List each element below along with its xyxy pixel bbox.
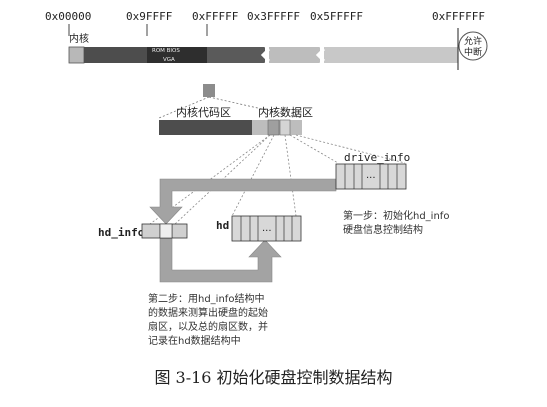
low-memory-segment — [84, 47, 147, 63]
interrupt-circle — [458, 31, 488, 61]
drive-info-ellipsis: ... — [366, 170, 376, 181]
step2-line-3: 扇区，以及总的扇区数，并 — [148, 320, 268, 333]
kernel-code-area — [159, 120, 252, 135]
address-0xffffff: 0xFFFFFF — [432, 10, 485, 23]
step1-line-2: 硬盘信息控制结构 — [343, 223, 423, 236]
kernel-data-slot-1 — [267, 119, 280, 136]
step2-line-1: 第二步：用hd_info结构中 — [148, 292, 264, 305]
hd-info-label: hd_info — [98, 226, 145, 239]
drive-info-structure: drive_info ... — [335, 151, 410, 190]
address-0xfffff: 0xFFFFF — [192, 10, 238, 23]
ramdisk-segment — [324, 47, 458, 63]
figure-caption: 图 3-16 初始化硬盘控制数据结构 — [154, 368, 393, 387]
rom-bios-label: ROM BIOS — [152, 48, 180, 54]
step1-annotation: 第一步：初始化hd_info 硬盘信息控制结构 — [343, 209, 449, 236]
hd-label: hd — [216, 219, 229, 232]
hd-info-structure: hd_info — [98, 223, 188, 239]
step1-arrow — [149, 178, 337, 225]
buffer-segment — [269, 47, 320, 63]
rom-bios-vga-segment — [147, 47, 207, 63]
kernel-label: 内核 — [69, 32, 89, 45]
step1-line-1: 第一步：初始化hd_info — [343, 209, 449, 222]
step2-annotation: 第二步：用hd_info结构中 的数据来测算出硬盘的起始 扇区，以及总的扇区数，… — [148, 292, 268, 347]
address-0x5fffff: 0x5FFFFF — [310, 10, 363, 23]
step2-arrow — [159, 237, 282, 283]
extended-memory-segment — [207, 47, 265, 63]
kernel-data-slot-2 — [279, 119, 291, 136]
kernel-segment — [68, 46, 85, 64]
kernel-code-area-label: 内核代码区 — [176, 105, 231, 119]
drive-info-label: drive_info — [344, 151, 410, 164]
address-0x3fffff: 0x3FFFFF — [247, 10, 300, 23]
interrupt-label: 允许中断 — [464, 35, 482, 58]
kernel-data-area-label: 内核数据区 — [258, 105, 313, 119]
memory-map: 0x00000 0x9FFFF 0xFFFFF 0x3FFFFF 0x5FFFF… — [45, 10, 488, 70]
kernel-zoom: 内核代码区 内核数据区 — [158, 84, 313, 136]
hd-ellipsis: ... — [262, 223, 272, 234]
zoom-pointer-box — [203, 84, 215, 97]
address-0x9ffff: 0x9FFFF — [126, 10, 172, 23]
step2-line-4: 记录在hd数据结构中 — [148, 334, 241, 347]
step2-line-2: 的数据来测算出硬盘的起始 — [148, 306, 268, 319]
hd-structure: hd ... — [216, 215, 302, 242]
vga-label: VGA — [163, 57, 175, 63]
step-arrows — [149, 178, 337, 283]
address-0x00000: 0x00000 — [45, 10, 91, 23]
